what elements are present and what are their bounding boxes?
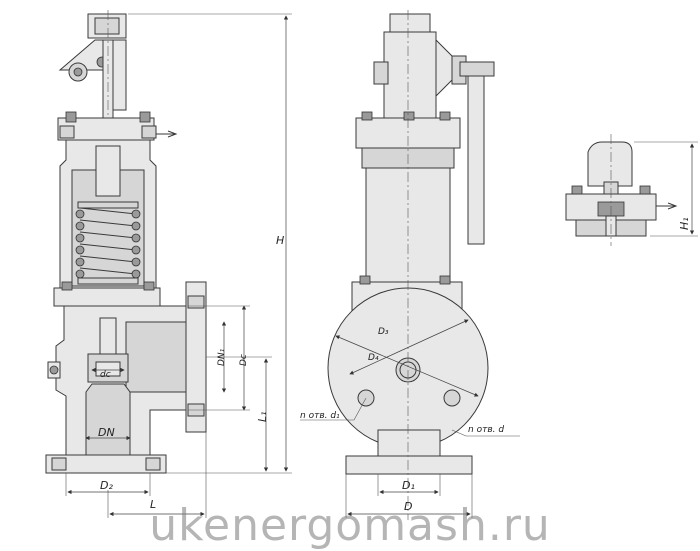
outlet-passage — [125, 321, 189, 393]
cap-variant-view: H₁ — [565, 134, 698, 246]
dim-D-label: D — [404, 500, 412, 513]
sealed-cap — [587, 141, 633, 187]
bolt-hole-right — [443, 389, 461, 407]
dim-H-label: H — [276, 234, 284, 247]
dim-H1-label: H₁ — [678, 217, 691, 230]
holes-d1-label: n отв. d₁ — [300, 411, 340, 421]
section-dimensions: H L₁ DN₁ Dc dc DN D₂ L — [65, 13, 292, 518]
side-dimensions: D₃ D₄ D₁ D n отв. d₁ n отв. d — [300, 319, 520, 518]
dim-D2-label: D₂ — [100, 479, 113, 492]
dim-D4-label: D₄ — [368, 353, 379, 363]
inlet-flange — [45, 454, 167, 474]
side-view — [327, 10, 495, 520]
dim-DN-label: DN — [98, 426, 115, 439]
dim-D1-label: D₁ — [402, 479, 415, 492]
nozzle — [85, 383, 131, 456]
dim-DN1-label: DN₁ — [217, 348, 227, 366]
lever — [467, 73, 485, 245]
dim-D3-label: D₃ — [378, 327, 389, 337]
section-view — [45, 10, 207, 474]
dim-L1-label: L₁ — [256, 411, 269, 422]
holes-d-label: n отв. d — [468, 425, 504, 435]
dim-L-label: L — [150, 498, 156, 511]
spring — [75, 201, 141, 285]
watermark: ukenergomash.ru — [149, 500, 551, 551]
dim-Dc-label: Dc — [239, 354, 249, 366]
side-cap — [389, 13, 431, 35]
side-base-flange — [345, 455, 473, 475]
dim-dc-label: dc — [100, 370, 111, 380]
housing-flange — [53, 287, 161, 307]
